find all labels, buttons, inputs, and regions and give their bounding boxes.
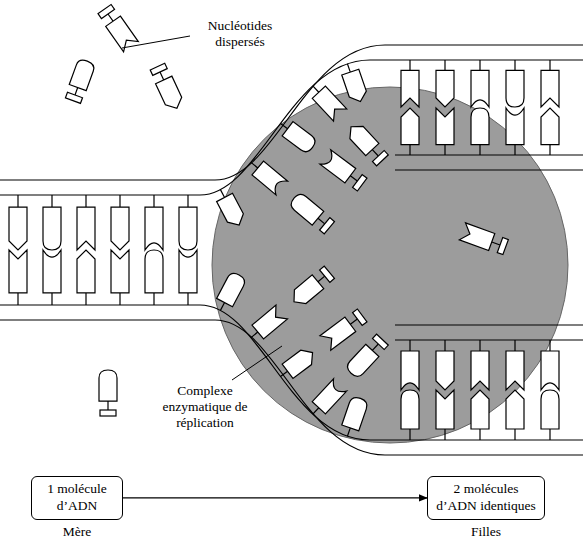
molecule-box: 2 molécules d’ADN identiques	[427, 476, 545, 520]
callout-label: Nucléotides dispersés	[194, 18, 286, 50]
molecule-heading: Mère	[63, 524, 91, 540]
molecule-node: 1 molécule d’ADNMère	[31, 476, 123, 520]
leader-lines	[122, 36, 282, 380]
dna-backbones	[0, 45, 583, 455]
molecule-heading: Filles	[471, 524, 501, 540]
callout-label: Complexe enzymatique de réplication	[150, 383, 260, 432]
box-text: 1 molécule d’ADN	[40, 481, 114, 515]
nucleotides	[9, 4, 559, 440]
box-text: 2 molécules d’ADN identiques	[436, 481, 536, 515]
enzyme-complex	[212, 87, 568, 443]
molecule-box: 1 molécule d’ADN	[31, 476, 123, 520]
flow-arrow	[123, 497, 427, 498]
molecule-node: 2 molécules d’ADN identiquesFilles	[427, 476, 545, 520]
